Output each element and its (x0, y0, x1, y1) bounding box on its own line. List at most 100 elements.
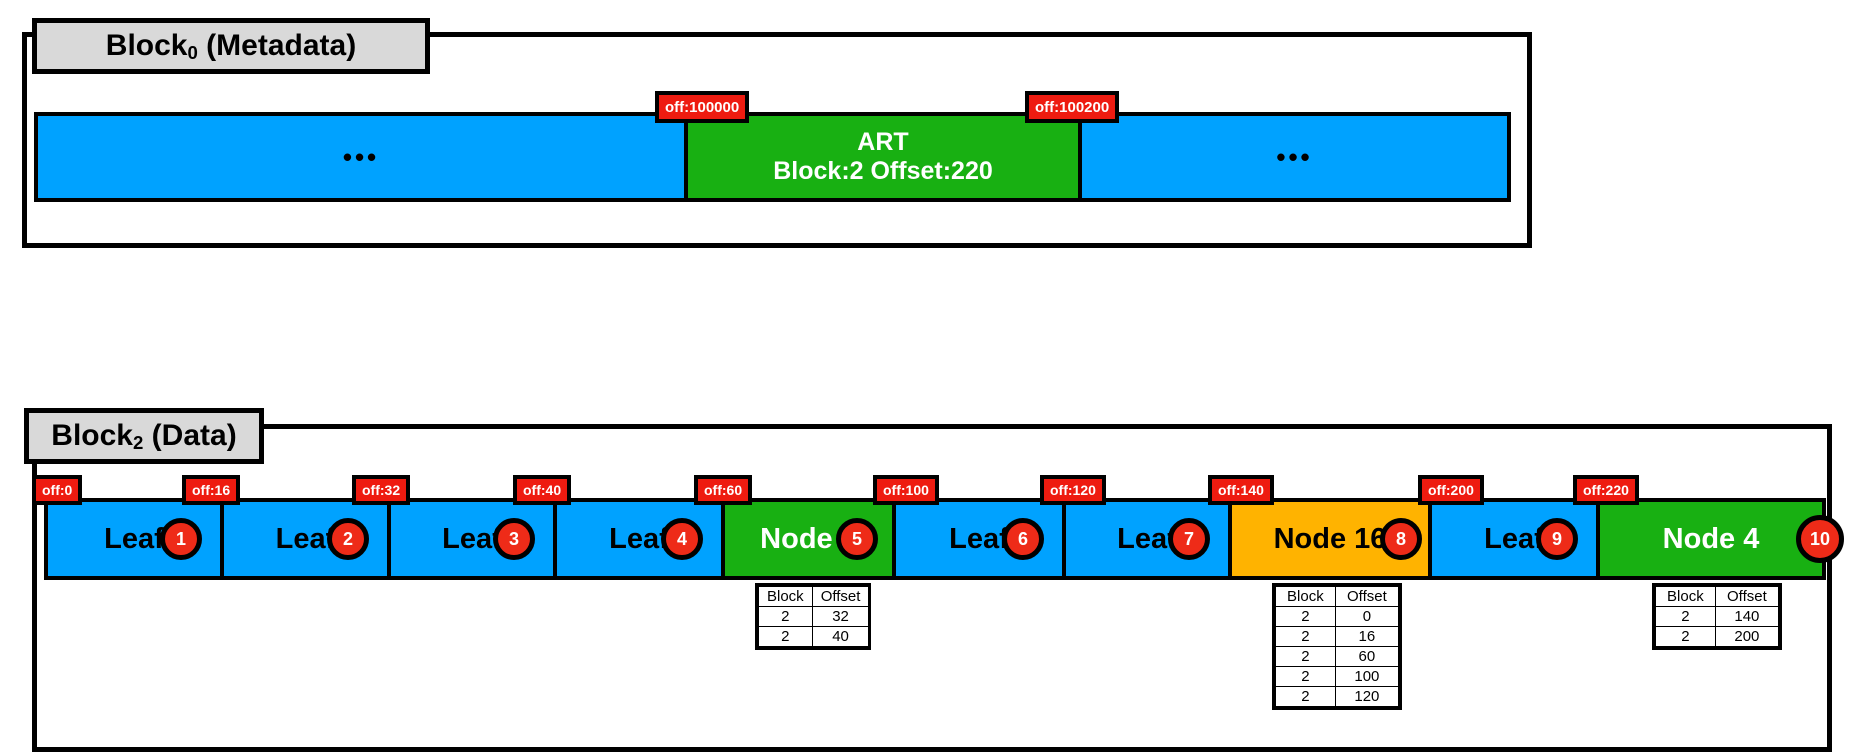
offset-flag-16-label: off:16 (192, 482, 231, 498)
offset-flag-100[interactable]: off:100 (873, 475, 939, 505)
offset-flag-40-label: off:40 (523, 482, 562, 498)
badge-2[interactable]: 2 (327, 518, 369, 560)
badge-6[interactable]: 6 (1002, 518, 1044, 560)
data-cell-leaf-9-label: Leaf (1484, 522, 1544, 555)
badge-3[interactable]: 3 (493, 518, 535, 560)
badge-1-label: 1 (175, 528, 186, 549)
metadata-cell-strip: ••• ART Block:2 Offset:220 ••• (34, 112, 1511, 202)
table-cell-offset: 140 (1714, 606, 1780, 627)
data-cell-leaf-2[interactable]: Leaf 2 (224, 502, 391, 576)
offset-flag-100200-label: off:100200 (1035, 98, 1110, 116)
badge-1[interactable]: 1 (160, 518, 202, 560)
badge-10[interactable]: 10 (1796, 515, 1844, 563)
offset-flag-16[interactable]: off:16 (182, 475, 241, 505)
offset-flag-100200[interactable]: off:100200 (1025, 91, 1120, 123)
offset-flag-32[interactable]: off:32 (352, 475, 411, 505)
offset-flag-32-label: off:32 (362, 482, 401, 498)
data-cell-node16-8[interactable]: Node 16 8 (1232, 502, 1432, 576)
table-row: 2 60 (1275, 646, 1400, 667)
art-cell-line2: Block:2 Offset:220 (773, 157, 993, 185)
table-row: 2 0 (1275, 606, 1400, 627)
badge-4[interactable]: 4 (661, 518, 703, 560)
metadata-cell-art[interactable]: ART Block:2 Offset:220 (688, 116, 1082, 198)
table-row: 2 40 (758, 626, 870, 647)
table-cell-block: 2 (758, 606, 813, 627)
metadata-block-title-prefix: Block (105, 29, 188, 62)
badge-3-label: 3 (508, 528, 519, 549)
data-cell-leaf-7[interactable]: Leaf 7 (1066, 502, 1232, 576)
data-cell-leaf-3[interactable]: Leaf 3 (391, 502, 557, 576)
data-cell-leaf-9[interactable]: Leaf 9 (1432, 502, 1600, 576)
table-header-offset: Offset (1334, 586, 1400, 607)
offset-flag-220-label: off:220 (1583, 482, 1629, 498)
table-cell-block: 2 (1275, 626, 1336, 647)
data-cell-leaf-6[interactable]: Leaf 6 (896, 502, 1066, 576)
offset-flag-200[interactable]: off:200 (1418, 475, 1484, 505)
data-block-title-suffix: (Data) (143, 419, 237, 452)
table-cell-block: 2 (758, 626, 813, 647)
table-cell-block: 2 (1655, 626, 1716, 647)
data-cell-node16-8-label: Node 16 (1273, 522, 1387, 555)
table-cell-offset: 16 (1334, 626, 1400, 647)
art-cell-line1: ART (857, 127, 909, 156)
table-header-block: Block (758, 586, 813, 607)
table-cell-offset: 200 (1714, 626, 1780, 647)
badge-8-label: 8 (1395, 528, 1406, 549)
data-cell-leaf-4-label: Leaf (609, 522, 669, 555)
table-cell-block: 2 (1275, 646, 1336, 667)
table-cell-block: 2 (1275, 686, 1336, 707)
ellipsis-right-label: ••• (1276, 141, 1313, 172)
data-cell-leaf-4[interactable]: Leaf 4 (557, 502, 725, 576)
offset-flag-0[interactable]: off:0 (32, 475, 83, 505)
offset-flag-100000-label: off:100000 (665, 98, 740, 116)
table-cell-offset: 60 (1334, 646, 1400, 667)
ellipsis-left-label: ••• (342, 141, 380, 172)
table-header-block: Block (1275, 586, 1336, 607)
table-header-offset: Offset (811, 586, 870, 607)
table-header-row: Block Offset (1275, 586, 1400, 607)
data-cell-leaf-1-label: Leaf (104, 522, 164, 555)
offset-flag-60-label: off:60 (704, 482, 743, 498)
table-cell-offset: 0 (1334, 606, 1400, 627)
data-block-frame (32, 424, 1832, 752)
table-header-offset: Offset (1714, 586, 1780, 607)
metadata-cell-ellipsis-left[interactable]: ••• (38, 116, 688, 198)
offset-flag-120-label: off:120 (1050, 482, 1096, 498)
offset-flag-40[interactable]: off:40 (513, 475, 572, 505)
table-header-row: Block Offset (758, 586, 870, 607)
table-header-block: Block (1655, 586, 1716, 607)
table-cell-block: 2 (1655, 606, 1716, 627)
metadata-block-title-suffix: (Metadata) (197, 29, 357, 62)
badge-7-label: 7 (1183, 528, 1194, 549)
offset-flag-200-label: off:200 (1428, 482, 1474, 498)
offset-flag-140[interactable]: off:140 (1208, 475, 1274, 505)
table-row: 2 16 (1275, 626, 1400, 647)
data-cell-node4-5[interactable]: Node 4 5 (725, 502, 896, 576)
pointer-table-node16-8: Block Offset 2 0 2 16 2 60 2 100 2 (1272, 583, 1402, 710)
table-cell-block: 2 (1275, 666, 1336, 687)
data-cell-node4-10-label: Node 4 (1662, 522, 1760, 555)
offset-flag-120[interactable]: off:120 (1040, 475, 1106, 505)
offset-flag-220[interactable]: off:220 (1573, 475, 1639, 505)
badge-7[interactable]: 7 (1168, 518, 1210, 560)
metadata-cell-ellipsis-right[interactable]: ••• (1082, 116, 1507, 198)
offset-flag-100000[interactable]: off:100000 (655, 91, 750, 123)
offset-flag-140-label: off:140 (1218, 482, 1264, 498)
data-block-title-prefix: Block (51, 419, 133, 452)
table-cell-offset: 120 (1334, 686, 1400, 707)
table-row: 2 140 (1655, 606, 1780, 627)
data-cell-node4-10[interactable]: Node 4 10 (1600, 502, 1844, 576)
badge-10-label: 10 (1809, 528, 1831, 549)
badge-2-label: 2 (342, 528, 353, 549)
table-row: 2 100 (1275, 666, 1400, 687)
offset-flag-60[interactable]: off:60 (694, 475, 753, 505)
table-cell-offset: 40 (811, 626, 870, 647)
table-row: 2 200 (1655, 626, 1780, 647)
badge-8[interactable]: 8 (1380, 518, 1422, 560)
badge-4-label: 4 (676, 528, 687, 549)
data-cell-leaf-1[interactable]: Leaf 1 (48, 502, 224, 576)
badge-5[interactable]: 5 (836, 518, 878, 560)
offset-flag-0-label: off:0 (42, 482, 73, 498)
badge-9[interactable]: 9 (1536, 518, 1578, 560)
table-cell-offset: 32 (811, 606, 870, 627)
